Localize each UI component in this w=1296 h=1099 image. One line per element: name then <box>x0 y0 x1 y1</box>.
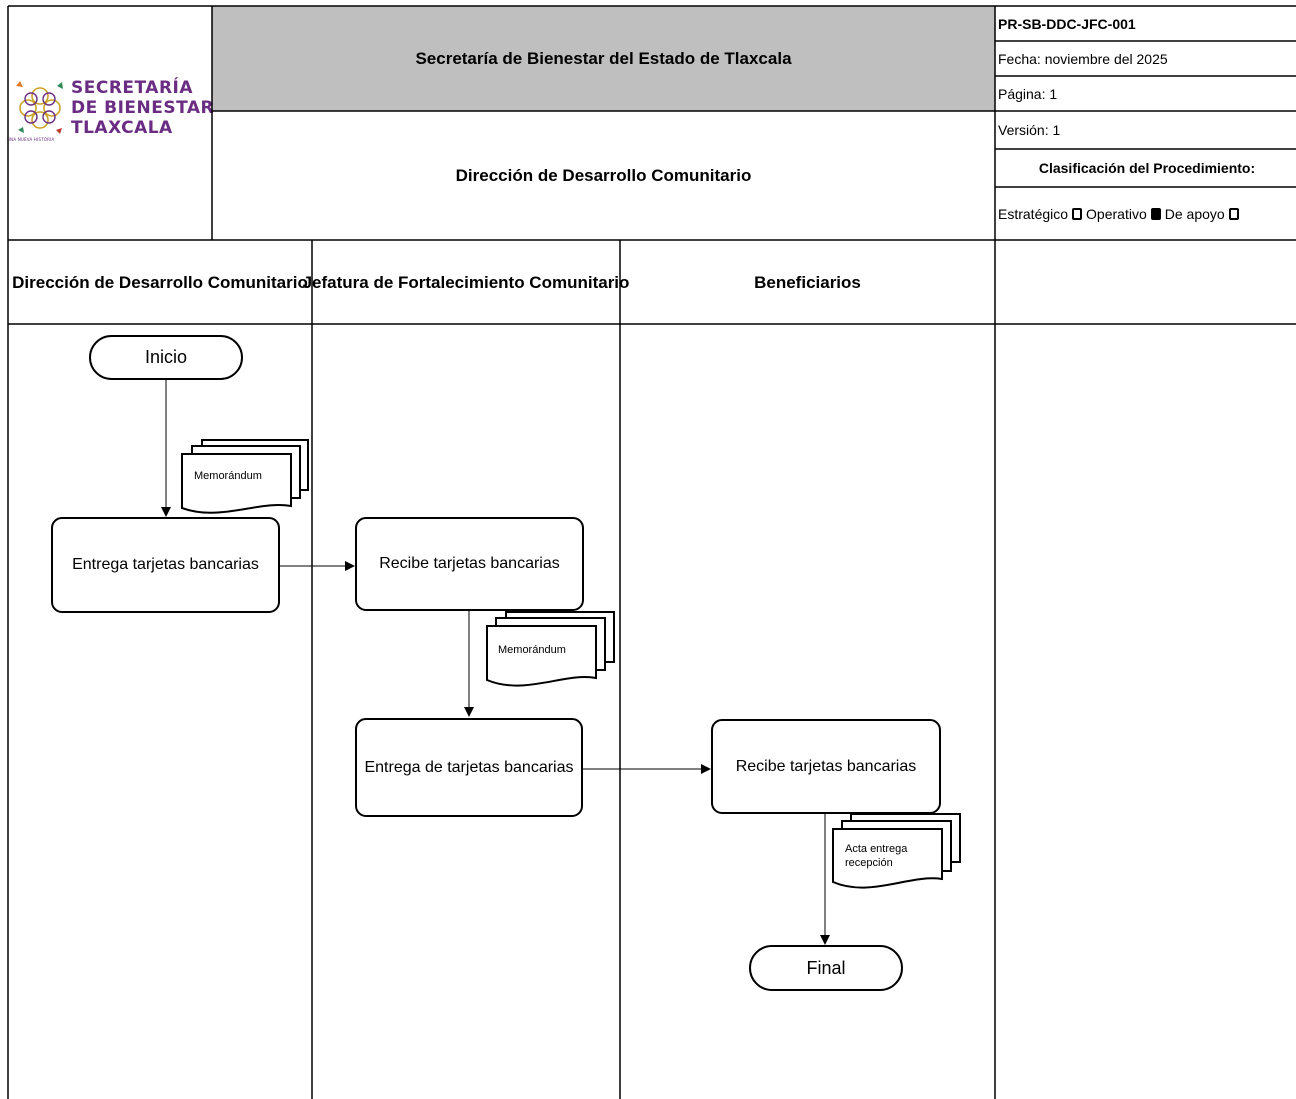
document-memorandum-2 <box>486 611 615 687</box>
logo-text: SECRETARÍA DE BIENESTAR TLAXCALA <box>71 78 214 138</box>
header-grid <box>7 5 1296 1099</box>
date-cell: Fecha: noviembre del 2025 <box>998 41 1296 76</box>
end-terminator <box>749 945 903 991</box>
lane-title-beneficiarios: Beneficiarios <box>754 273 861 292</box>
organization-title-cell: Secretaría de Bienestar del Estado de Tl… <box>212 6 995 111</box>
logo-flower-icon <box>16 81 63 134</box>
apoyo-checkbox[interactable] <box>1228 208 1239 220</box>
date-text: Fecha: noviembre del 2025 <box>998 50 1168 67</box>
step-entrega-de-tarjetas <box>355 718 583 817</box>
step-recibe-tarjetas-beneficiarios <box>711 719 941 814</box>
memorandum-1-label: Memorándum <box>194 470 262 482</box>
step-2-label: Recibe tarjetas bancarias <box>379 555 560 572</box>
option-operativo-label: Operativo <box>1086 206 1147 222</box>
logo-line-2: DE BIENESTAR <box>71 98 215 118</box>
title-band <box>212 6 995 111</box>
lane-title-jefatura: Jefatura de Fortalecimiento Comunitario <box>302 273 630 292</box>
department-title: Dirección de Desarrollo Comunitario <box>455 165 752 185</box>
document-acta-entrega <box>832 813 961 889</box>
lane-title-direccion: Dirección de Desarrollo Comunitario <box>12 273 308 292</box>
acta-entrega-label: Acta entrega recepción <box>845 842 907 870</box>
step-4-label: Recibe tarjetas bancarias <box>735 757 917 775</box>
document-code: PR-SB-DDC-JFC-001 <box>998 15 1136 32</box>
operativo-checkbox[interactable] <box>1150 208 1161 220</box>
page-text: Página: 1 <box>998 85 1058 102</box>
acta-entrega-line-2: recepción <box>845 857 893 869</box>
organization-title: Secretaría de Bienestar del Estado de Tl… <box>415 48 792 68</box>
logo-tagline: UNA NUEVA HISTORIA <box>7 137 55 142</box>
start-label: Inicio <box>144 347 188 367</box>
step-3-label: Entrega de tarjetas bancarias <box>364 758 574 776</box>
option-apoyo-label: De apoyo <box>1164 206 1225 222</box>
step-entrega-tarjetas <box>51 517 280 613</box>
classification-options: Estratégico Operativo De apoyo <box>998 194 1296 234</box>
department-title-cell: Dirección de Desarrollo Comunitario <box>212 111 995 240</box>
page-cell: Página: 1 <box>998 76 1296 111</box>
classification-title: Clasificación del Procedimiento: <box>1038 160 1256 176</box>
document-code-cell: PR-SB-DDC-JFC-001 <box>998 6 1296 41</box>
classification-title-cell: Clasificación del Procedimiento: <box>998 149 1296 187</box>
end-label: Final <box>806 957 846 978</box>
step-1-label: Entrega tarjetas bancarias <box>72 556 259 573</box>
memorandum-2-label: Memorándum <box>498 644 566 656</box>
estrategico-checkbox[interactable] <box>1072 208 1083 220</box>
document-memorandum-1 <box>181 439 309 514</box>
logo-line-3: TLAXCALA <box>71 118 173 138</box>
logo-line-1: SECRETARÍA <box>71 78 194 98</box>
option-estrategico-label: Estratégico <box>998 206 1069 222</box>
acta-entrega-line-1: Acta entrega <box>845 843 908 855</box>
version-cell: Versión: 1 <box>998 111 1296 149</box>
version-text: Versión: 1 <box>998 122 1061 138</box>
